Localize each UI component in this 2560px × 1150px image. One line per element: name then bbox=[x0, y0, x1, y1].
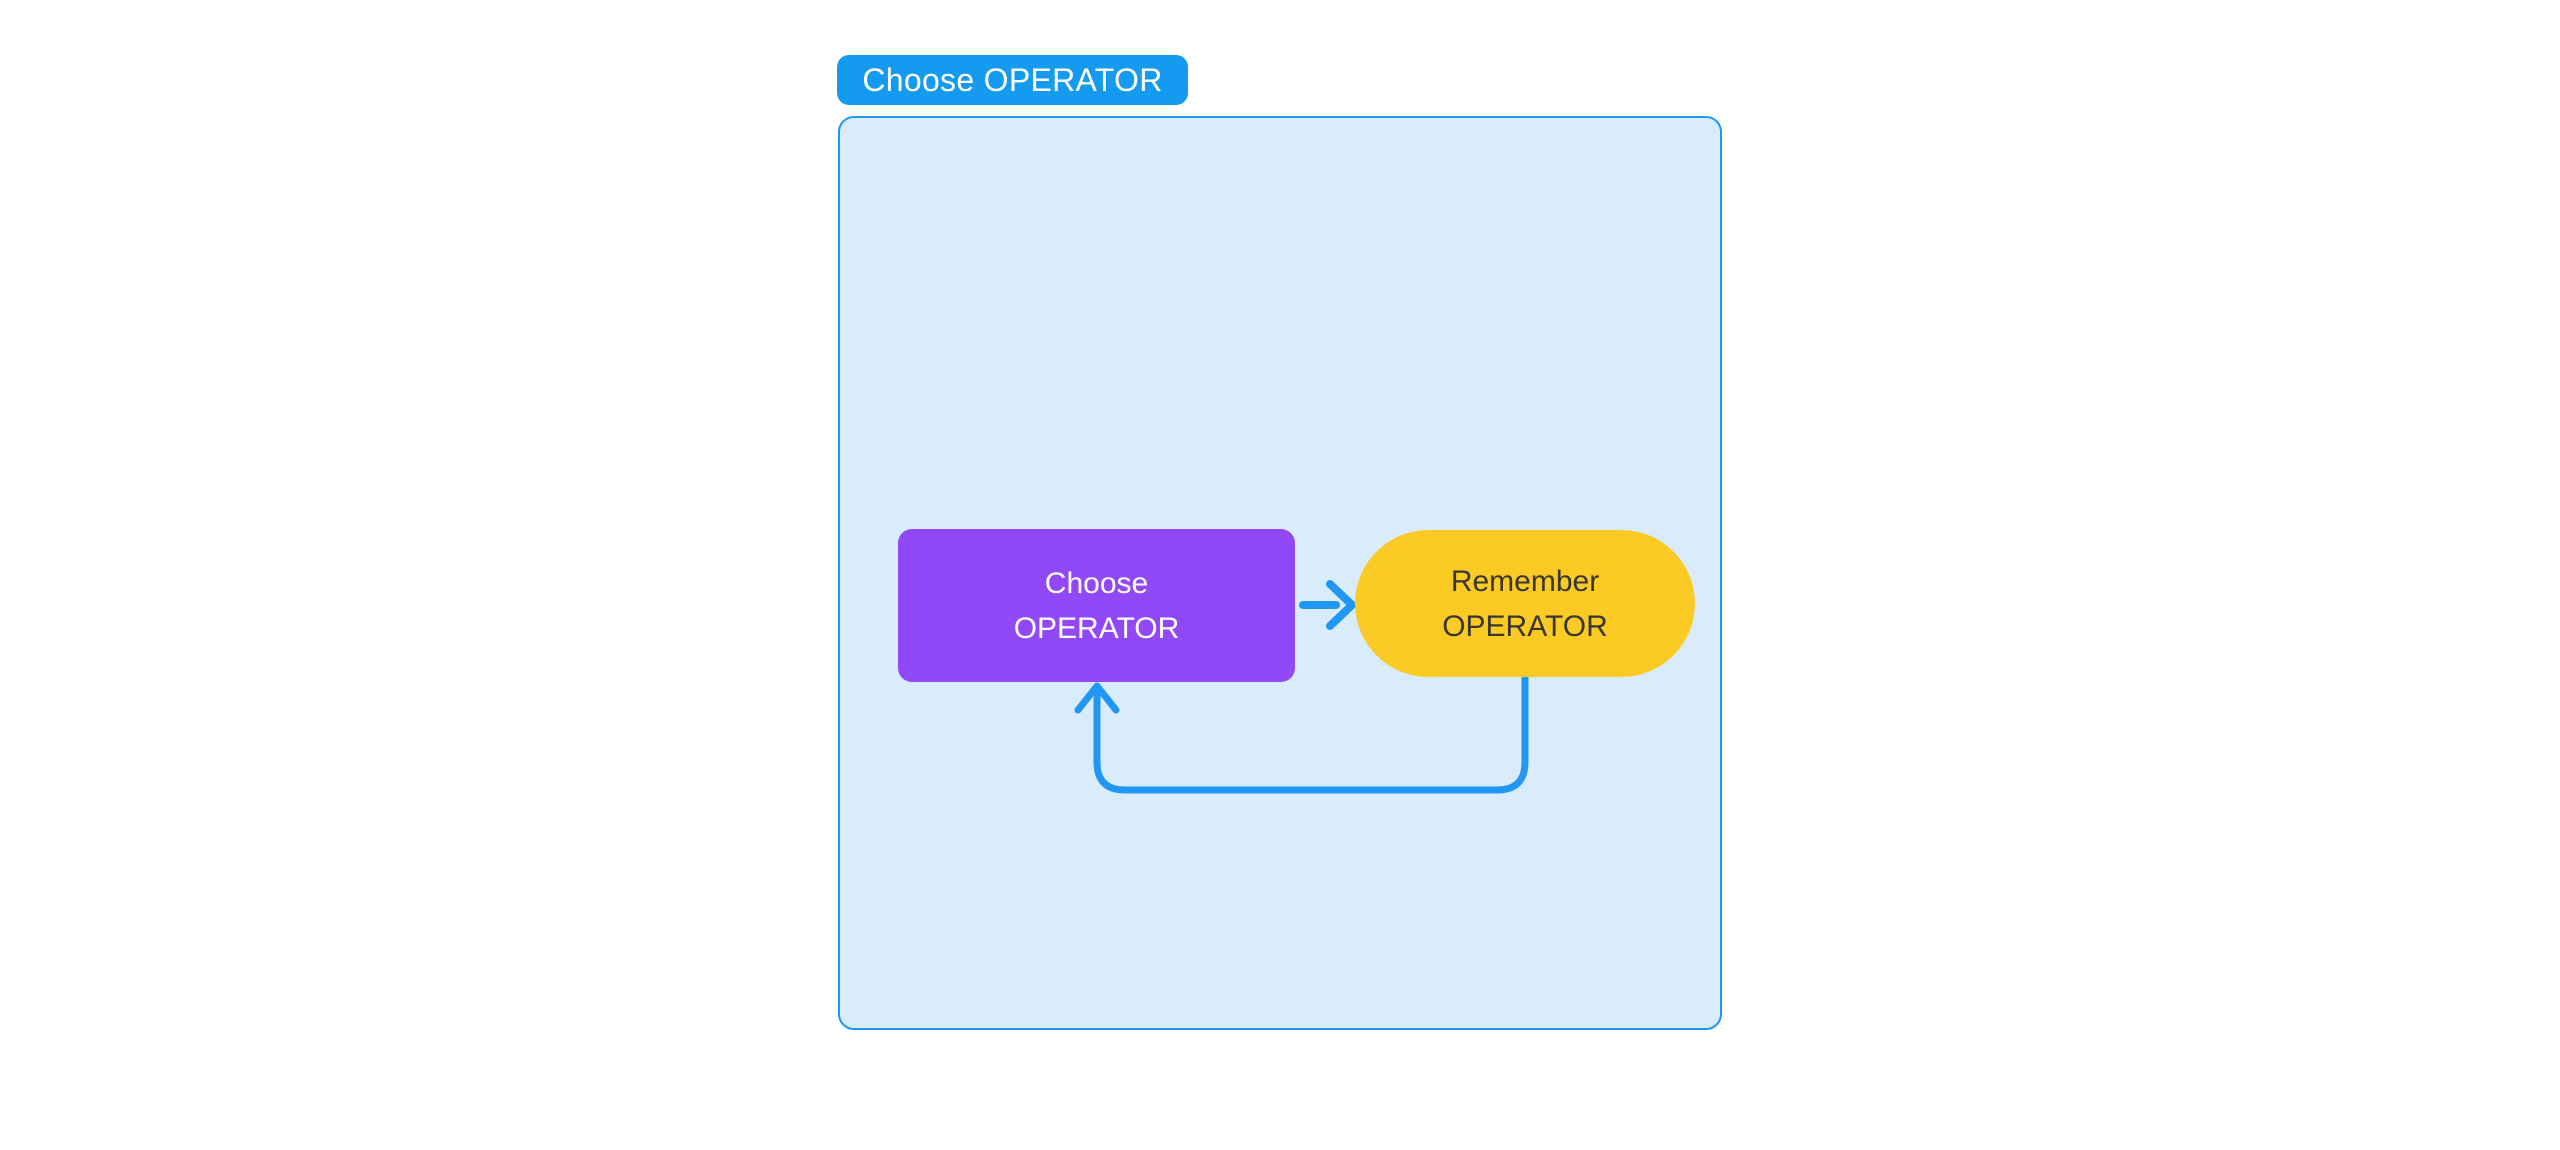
edge-remember-to-choose-loop-arrow bbox=[1074, 673, 1529, 794]
node-choose-operator-label-line2: OPERATOR bbox=[1013, 611, 1180, 645]
diagram-container: Choose OPERATOR Remember OPERATOR bbox=[838, 116, 1722, 1030]
node-remember-operator-label-line1: Remember bbox=[1450, 564, 1600, 598]
diagram-title-tab: Choose OPERATOR bbox=[837, 55, 1188, 105]
edge-choose-to-remember-arrow bbox=[1299, 580, 1356, 630]
edge-loop-shaft bbox=[1093, 673, 1529, 794]
edge-choose-to-remember-arrowhead bbox=[1326, 580, 1356, 630]
node-choose-operator-label-line1: Choose bbox=[1044, 566, 1149, 600]
node-choose-operator: Choose OPERATOR bbox=[898, 529, 1295, 682]
edge-loop-arrowhead bbox=[1074, 682, 1120, 714]
node-remember-operator-label-line2: OPERATOR bbox=[1442, 609, 1608, 643]
edges-layer bbox=[1074, 580, 1529, 794]
node-remember-operator: Remember OPERATOR bbox=[1355, 530, 1695, 677]
